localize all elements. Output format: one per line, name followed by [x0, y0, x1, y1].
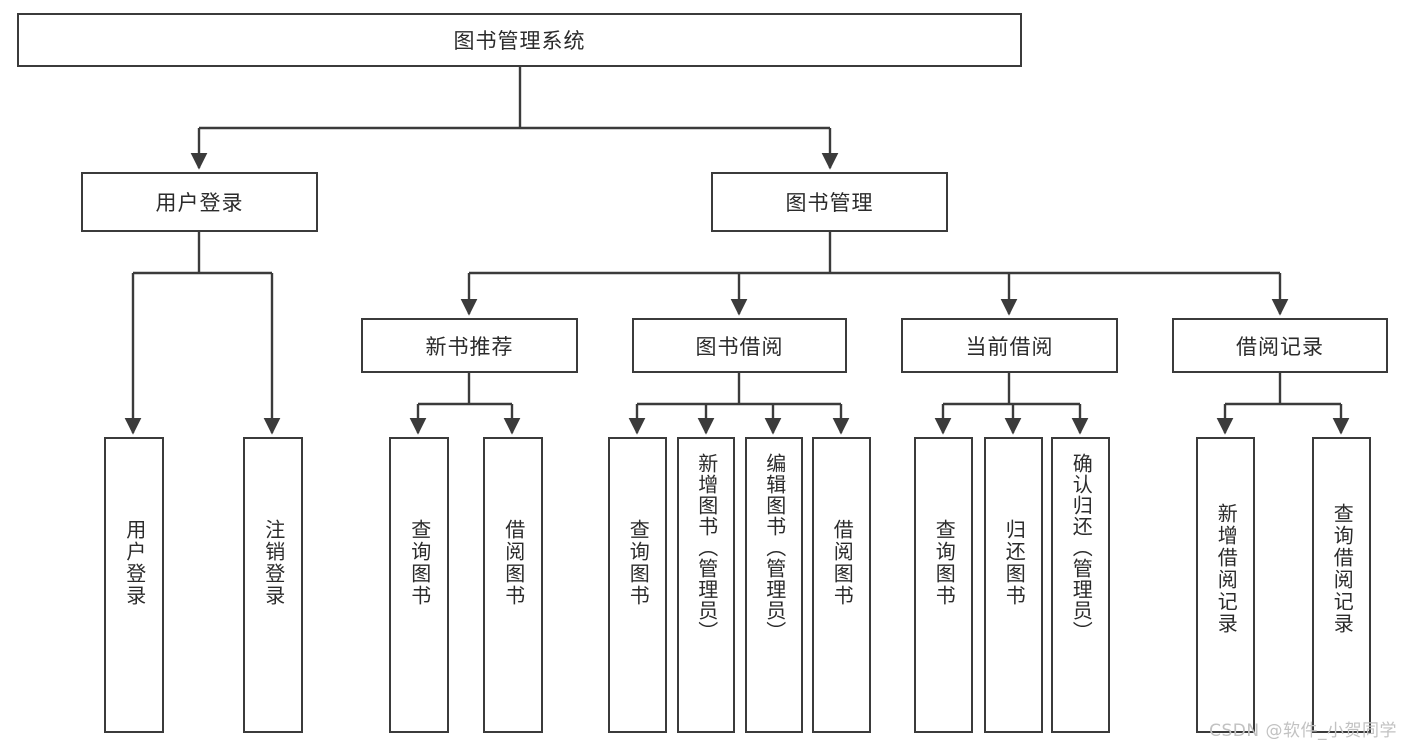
node-leaf-borrow-book-1[interactable]: 借阅图书	[483, 437, 543, 733]
node-label: 查询图书	[932, 519, 957, 607]
node-label: 归还图书	[1002, 519, 1027, 607]
watermark: CSDN @软件_小贺同学	[1209, 721, 1397, 741]
node-label: 用户登录	[122, 519, 147, 607]
node-leaf-query-book-3[interactable]: 查询图书	[914, 437, 973, 733]
node-leaf-add-borrow-record[interactable]: 新增借阅记录	[1196, 437, 1255, 733]
node-label: 图书管理	[785, 191, 874, 215]
node-borrow-records[interactable]: 借阅记录	[1172, 318, 1388, 373]
node-label: 注销登录	[261, 519, 286, 607]
node-label: 借阅图书	[830, 519, 855, 607]
node-leaf-edit-book-admin[interactable]: 编辑图书（管理员）	[745, 437, 803, 733]
node-label: 当前借阅	[965, 334, 1054, 359]
node-label: 用户登录	[155, 191, 244, 215]
node-label: 查询图书	[626, 519, 651, 607]
node-label: 借阅图书	[501, 519, 526, 607]
node-label: 图书借阅	[695, 334, 784, 359]
node-leaf-query-borrow-record[interactable]: 查询借阅记录	[1312, 437, 1371, 733]
node-leaf-query-book-2[interactable]: 查询图书	[608, 437, 667, 733]
node-leaf-logout[interactable]: 注销登录	[243, 437, 303, 733]
node-label: 查询图书	[407, 519, 432, 607]
node-leaf-borrow-book-2[interactable]: 借阅图书	[812, 437, 871, 733]
node-label: 新增图书（管理员）	[694, 453, 719, 642]
node-label: 借阅记录	[1236, 334, 1324, 359]
node-current-borrow[interactable]: 当前借阅	[901, 318, 1118, 373]
node-label: 查询借阅记录	[1330, 503, 1355, 635]
node-label: 图书管理系统	[453, 29, 586, 53]
node-user-login[interactable]: 用户登录	[81, 172, 318, 232]
node-leaf-confirm-return-admin[interactable]: 确认归还（管理员）	[1051, 437, 1110, 733]
node-book-management[interactable]: 图书管理	[711, 172, 948, 232]
node-root-system[interactable]: 图书管理系统	[17, 13, 1022, 67]
node-label: 新书推荐	[425, 334, 514, 359]
node-label: 编辑图书（管理员）	[762, 453, 787, 642]
node-label: 新增借阅记录	[1214, 503, 1239, 635]
node-leaf-return-book[interactable]: 归还图书	[984, 437, 1043, 733]
node-leaf-add-book-admin[interactable]: 新增图书（管理员）	[677, 437, 735, 733]
node-new-book-recommend[interactable]: 新书推荐	[361, 318, 578, 373]
node-leaf-query-book-1[interactable]: 查询图书	[389, 437, 449, 733]
node-book-borrow[interactable]: 图书借阅	[632, 318, 847, 373]
node-label: 确认归还（管理员）	[1069, 453, 1094, 642]
node-leaf-user-login[interactable]: 用户登录	[104, 437, 164, 733]
